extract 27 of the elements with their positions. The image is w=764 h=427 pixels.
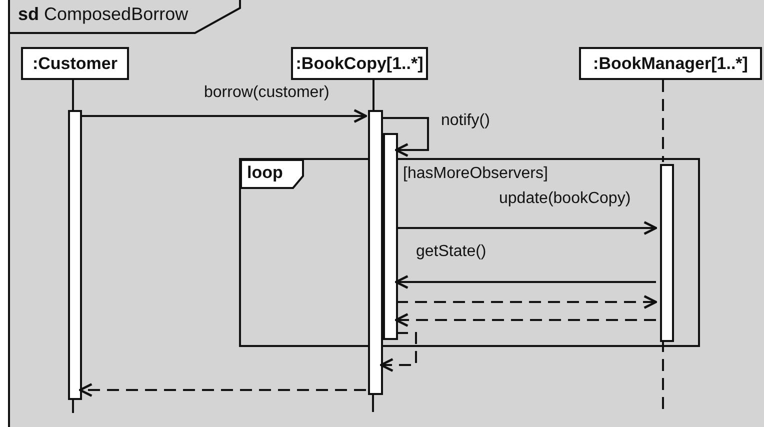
frame-heading: sd ComposedBorrow [10,0,242,34]
message-label: update(bookCopy) [498,190,632,208]
return-message-arrow [380,332,417,372]
activation-bar [383,133,398,340]
activation-bar [68,110,82,400]
message-arrow [80,109,368,123]
return-message-arrow [396,295,658,309]
guard-condition: [hasMoreObservers] [403,165,548,183]
message-label: notify() [440,112,491,130]
diagram-frame [8,0,764,427]
lifeline-head: :BookCopy[1..*] [291,47,428,80]
lifeline-head: :Customer [21,47,129,80]
activation-bar [368,110,383,395]
loop-fragment [239,158,700,347]
activation-bar [660,164,674,342]
message-label: borrow(customer) [203,84,330,102]
return-message-arrow [78,383,366,397]
lifeline [372,80,374,110]
return-message-arrow [394,313,656,327]
message-arrow [396,221,658,235]
lifeline [662,80,664,162]
fragment-operator: loop [241,160,305,190]
lifeline [72,80,74,110]
message-arrow [394,275,656,289]
lifeline-head: :BookManager[1..*] [579,47,762,80]
message-label: getState() [415,243,488,261]
message-arrow [381,117,429,157]
